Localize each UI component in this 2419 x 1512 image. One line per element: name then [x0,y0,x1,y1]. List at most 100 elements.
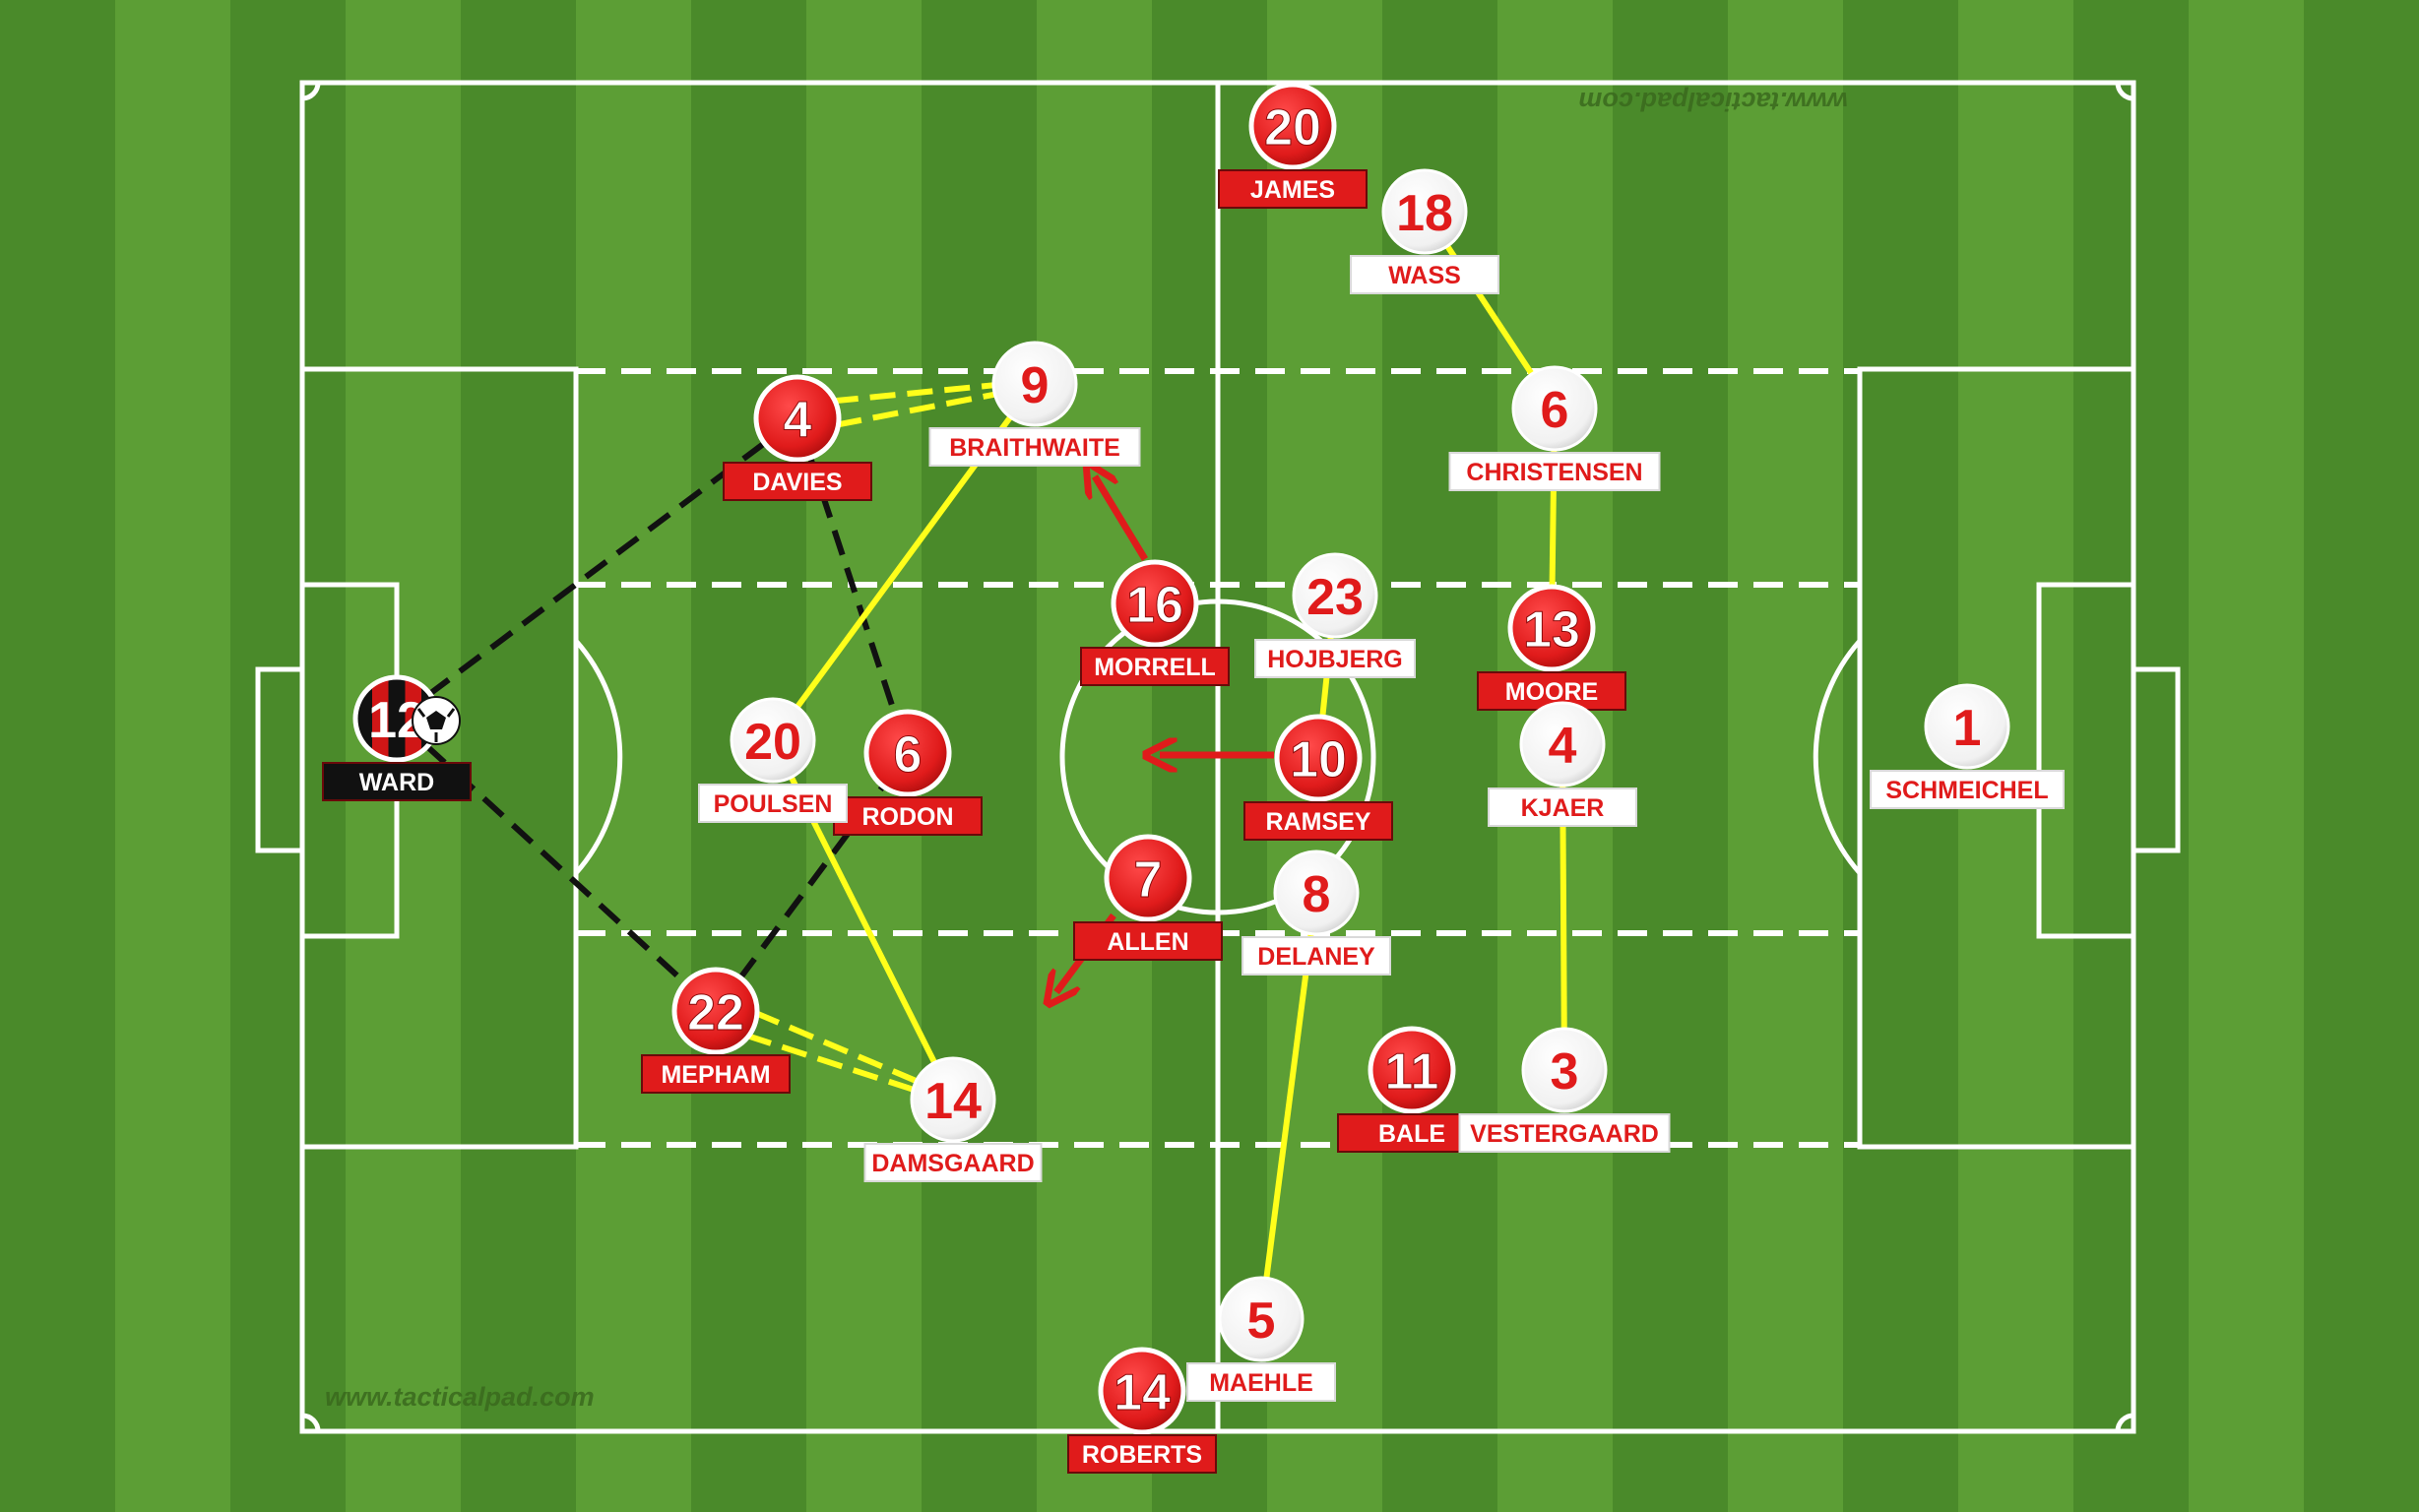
watermark-bottom: www.tacticalpad.com [325,1382,595,1412]
player-number: 3 [1551,1043,1579,1101]
player-token-circle [1511,365,1598,452]
player-name-plate [1243,801,1393,841]
player-token-circle [730,697,816,784]
grass-stripe [1037,0,1153,1512]
player-token-circle [1519,701,1606,788]
player-name-plate [1448,452,1661,491]
players-layer: 12WARD4DAVIES6RODON22MEPHAM20JAMES16MORR… [322,82,2065,1474]
player-token-circle [1924,683,2010,770]
player-token-circle [1292,552,1378,639]
player-number: 13 [1523,601,1580,659]
player-number: 20 [1264,99,1321,157]
player-name-plate [1458,1113,1671,1153]
player-name: BRAITHWAITE [949,434,1120,462]
player-name: KJAER [1521,794,1605,822]
player-number: 1 [1953,700,1982,757]
player-number: 8 [1303,866,1331,923]
player-name: MORRELL [1094,654,1216,681]
ball-icon [412,696,461,745]
player-name: RAMSEY [1266,808,1371,836]
player-name: WASS [1388,262,1461,289]
player-name: MEPHAM [661,1061,770,1089]
player-number: 4 [1549,718,1577,775]
player-name-plate [698,784,848,823]
player-number: 10 [1290,731,1347,788]
player-name: CHRISTENSEN [1466,459,1642,486]
player-token-circle [671,967,760,1055]
player-name: VESTERGAARD [1470,1120,1659,1148]
player-number: 9 [1021,357,1050,414]
player-name-plate [1073,921,1223,961]
player-name: DAVIES [752,469,842,496]
grass-stripe [230,0,347,1512]
player-token-circle [863,709,952,797]
player-name: BALE [1378,1120,1445,1148]
player-number: 4 [784,392,812,449]
grass-stripe [2189,0,2305,1512]
player-number: 23 [1306,569,1364,626]
player-number: 18 [1396,185,1453,242]
player-number: 14 [924,1073,982,1130]
player-name: ROBERTS [1082,1441,1202,1469]
player-token-circle [991,341,1078,427]
black-pass-line [394,716,719,1014]
player-number: 22 [687,984,744,1041]
player-number: 6 [894,726,923,784]
player-name: RODON [861,803,953,831]
player-name: WARD [359,769,434,796]
player-token-circle [1098,1347,1186,1435]
grass-stripe [1613,0,1729,1512]
grass-stripe [0,0,116,1512]
player-name: ALLEN [1107,928,1188,956]
grass-stripe [461,0,577,1512]
player-token-circle [1111,559,1199,648]
player-name-plate [1254,639,1416,678]
player-name: SCHMEICHEL [1885,777,2048,804]
player-name: HOJBJERG [1267,646,1403,673]
player-number: 20 [744,714,801,771]
player-name: MAEHLE [1209,1369,1313,1397]
player-name-plate [1186,1362,1336,1402]
player-token-circle [1273,850,1360,936]
player-token-circle [1218,1276,1305,1362]
player-name-plate [1350,255,1499,294]
player-token-circle [1368,1026,1456,1114]
player-token-circle [1507,584,1596,672]
player-name-plate [322,762,472,801]
player-token-circle [1104,834,1192,922]
player-token-circle [1248,82,1337,170]
player-name-plate [1870,770,2065,809]
player-name-plate [723,462,872,501]
grass-stripe [115,0,231,1512]
player-number: 5 [1247,1292,1276,1350]
player-name-plate [641,1054,791,1094]
player-name-plate [1241,936,1391,976]
player-name: MOORE [1505,678,1598,706]
player-number: 16 [1126,577,1183,634]
player-name: POULSEN [714,790,833,818]
